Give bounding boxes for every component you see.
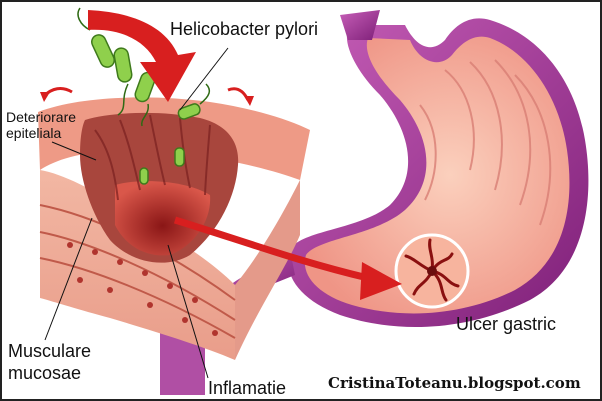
bacterium-4: [177, 103, 201, 120]
tissue-block: [38, 97, 310, 360]
label-helicobacter: Helicobacter pylori: [170, 19, 319, 39]
side-layers: [235, 180, 300, 360]
ulcer-spot: [394, 233, 470, 309]
vessel-dots: [67, 242, 218, 336]
label-ulcer: Ulcer gastric: [456, 314, 557, 334]
ulcer-arrow-head: [360, 262, 402, 300]
label-erosion-line1: Deteriorare: [6, 109, 77, 125]
ulcer-crater-floor: [115, 181, 211, 256]
label-erosion-line2: epiteliala: [6, 125, 62, 141]
infection-arrow: [88, 10, 196, 102]
stomach-lining: [304, 36, 570, 314]
label-muscularis-line2: mucosae: [8, 363, 82, 383]
gastric-folds: [419, 59, 552, 226]
credit-watermark: CristinaToteanu.blogspot.com: [328, 374, 581, 392]
erosion-arrowhead-right: [244, 96, 254, 106]
bacterium-1: [91, 34, 115, 68]
leader-lines: [44, 47, 229, 379]
ulcer-arrow-shaft: [173, 216, 369, 282]
bacteria: [77, 7, 211, 185]
label-muscularis-line1: Musculare: [8, 341, 92, 361]
bacterium-2: [113, 47, 133, 83]
esophagus: [340, 10, 380, 40]
bacterium-5: [174, 147, 185, 167]
erosion-arrowhead-left: [40, 92, 50, 102]
bacterium-6: [139, 167, 149, 185]
label-inflammation: Inflamatie: [208, 378, 287, 398]
